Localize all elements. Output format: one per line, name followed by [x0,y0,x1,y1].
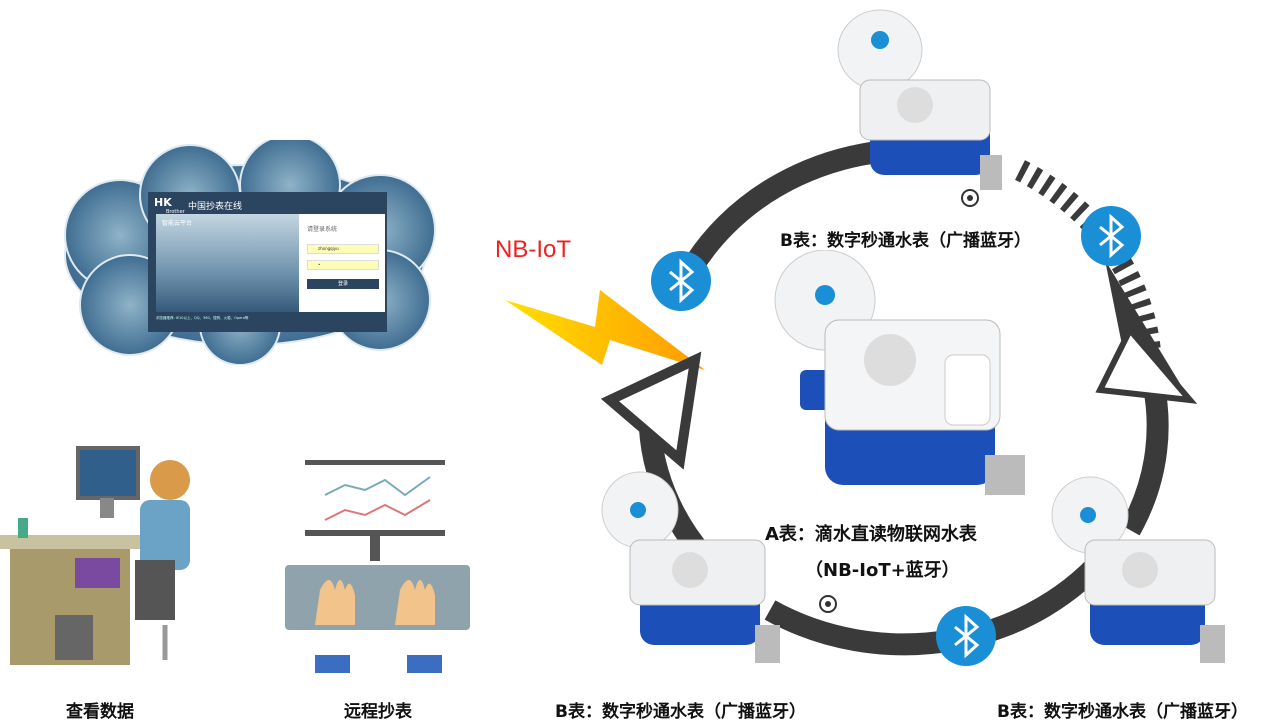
login-button[interactable]: 登录 [307,279,379,289]
hero-title: 智能云平台 [162,220,193,227]
lightning-icon [505,290,705,370]
bluetooth-icon [1081,206,1141,266]
water-meter-b-top [837,9,1002,190]
username-input[interactable]: zhongqiyu [307,244,379,254]
platform-site-title: 中国抄表在线 [188,202,243,212]
remote-reading-illustration [285,460,470,673]
water-meter-a-center [774,250,1025,495]
platform-logo: HK [154,196,172,209]
meter-a-label-line2: （NB-IoT+蓝牙） [805,560,960,581]
platform-footer: 浏览器推荐: IE10以上、QQ、360、搜狗、火狐、Opera等 [156,316,249,320]
platform-login-screenshot: HK Brother 中国抄表在线 智能云平台 请登录系统 zhongqiyu … [148,192,387,332]
view-data-caption: 查看数据 [66,702,134,722]
platform-hero-image: 智能云平台 [156,214,299,312]
water-meter-b-bottom-left [601,471,780,663]
remote-reading-caption: 远程抄表 [344,702,412,722]
bluetooth-icon [936,606,996,666]
platform-logo-sub: Brother [166,209,185,215]
meter-b-bottom-left-label: B表：数字秒通水表（广播蓝牙） [555,702,806,722]
password-input[interactable]: • [307,260,379,270]
login-panel: 请登录系统 zhongqiyu • 登录 [299,214,385,312]
login-heading: 请登录系统 [307,226,338,233]
bluetooth-icon [651,251,711,311]
person-at-computer-illustration [0,446,190,665]
meter-b-bottom-right-label: B表：数字秒通水表（广播蓝牙） [997,702,1248,722]
meter-a-label-line1: A表：滴水直读物联网水表 [765,524,977,545]
meter-b-top-label: B表：数字秒通水表（广播蓝牙） [780,231,1031,251]
nbiot-label: NB-IoT [495,236,572,263]
water-meter-b-bottom-right [1051,476,1225,663]
